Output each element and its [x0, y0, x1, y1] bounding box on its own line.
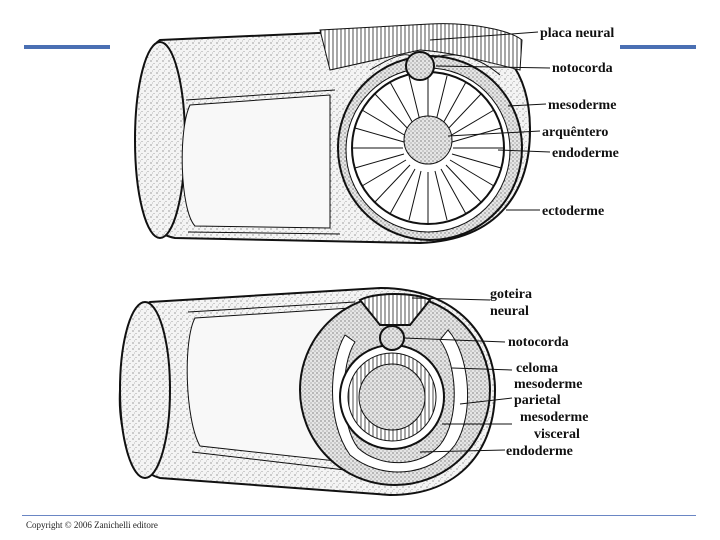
top-neural-plate [319, 23, 523, 71]
label-mesoderme-top: mesoderme [548, 98, 616, 113]
label-celoma: celoma [516, 361, 558, 376]
label-notocorda-bottom: notocorda [508, 335, 569, 350]
bottom-archenteron [358, 363, 426, 431]
label-endoderme-bottom: endoderme [506, 444, 573, 459]
footer-rule [22, 515, 696, 516]
label-notocorda-top: notocorda [552, 61, 613, 76]
copyright-text: Copyright © 2006 Zanichelli editore [26, 520, 158, 530]
bottom-cylinder-end [119, 301, 171, 479]
top-leader-lines [429, 31, 551, 211]
label-mesoderme-visceral-1: mesoderme [520, 410, 588, 425]
accent-bar-right [620, 45, 696, 49]
top-endoderm-rays [352, 72, 504, 224]
top-archenteron [403, 115, 453, 165]
top-cylinder-end [134, 41, 186, 239]
label-mesoderme-visceral-2: visceral [534, 427, 580, 442]
top-inner-cavity [181, 94, 331, 229]
bottom-notochord [379, 325, 405, 351]
label-goteira: goteira [490, 287, 532, 302]
bottom-neural-groove [358, 293, 432, 326]
accent-bar-left [24, 45, 110, 49]
top-embryo: placa neural notocorda mesoderme arquênt… [134, 23, 619, 245]
bottom-leader-lines [403, 297, 513, 453]
label-mesoderme-parietal-1: mesoderme [514, 377, 582, 392]
bottom-coelom [332, 329, 469, 473]
top-notochord [405, 51, 435, 81]
bottom-embryo: goteira neural notocorda celoma mesoderm… [118, 286, 588, 497]
label-neural: neural [490, 304, 529, 319]
label-arquentero: arquêntero [542, 125, 608, 140]
label-endoderme-top: endoderme [552, 146, 619, 161]
label-mesoderme-parietal-2: parietal [514, 393, 561, 408]
label-ectoderme: ectoderme [542, 204, 604, 219]
label-placa-neural: placa neural [540, 26, 614, 41]
